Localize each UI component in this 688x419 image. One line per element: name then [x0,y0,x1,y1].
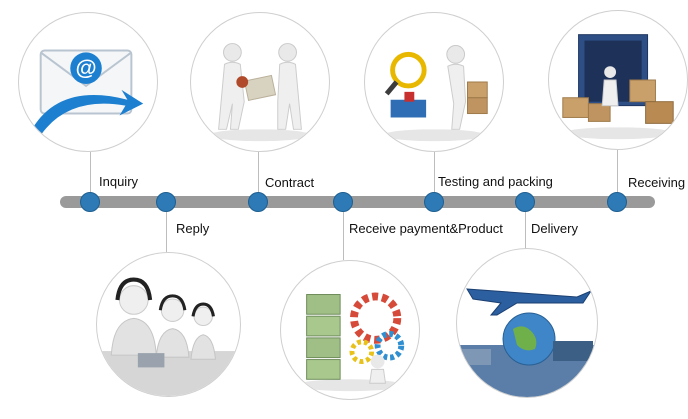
svg-text:@: @ [75,55,96,80]
circle-payment [280,260,420,400]
timeline-bar [60,196,655,208]
stem-payment [343,202,344,260]
handshake-contract-icon [208,43,312,142]
circle-inquiry: @ [18,12,158,152]
stem-inquiry [90,152,91,202]
label-payment: Receive payment&Product [349,221,503,236]
circle-testing [364,12,504,152]
label-inquiry: Inquiry [99,174,139,189]
node-payment [333,192,353,212]
magnifier-inspection-icon [382,45,488,142]
label-reply: Reply [176,221,210,236]
label-receiving: Receiving [628,175,686,190]
stem-reply [166,202,167,252]
circle-receiving [548,10,688,150]
node-delivery [515,192,535,212]
label-contract: Contract [265,175,315,190]
circle-delivery [456,248,598,398]
stem-contract [258,152,259,202]
stem-receiving [617,150,618,202]
stem-testing [434,152,435,202]
call-center-operators-icon [97,277,240,396]
stem-delivery [525,202,526,252]
label-delivery: Delivery [531,221,578,236]
circle-reply [96,252,241,397]
container-boxes-icon [562,34,674,140]
node-reply [156,192,176,212]
money-and-gears-icon [296,292,405,392]
node-receiving [607,192,627,212]
node-inquiry [80,192,100,212]
node-contract [248,192,268,212]
label-testing: Testing and packing [438,174,553,189]
email-envelope-icon: @ [30,49,144,136]
airplane-globe-icon [457,288,597,397]
node-testing [424,192,444,212]
gear-icon [349,292,405,365]
circle-contract [190,12,330,152]
